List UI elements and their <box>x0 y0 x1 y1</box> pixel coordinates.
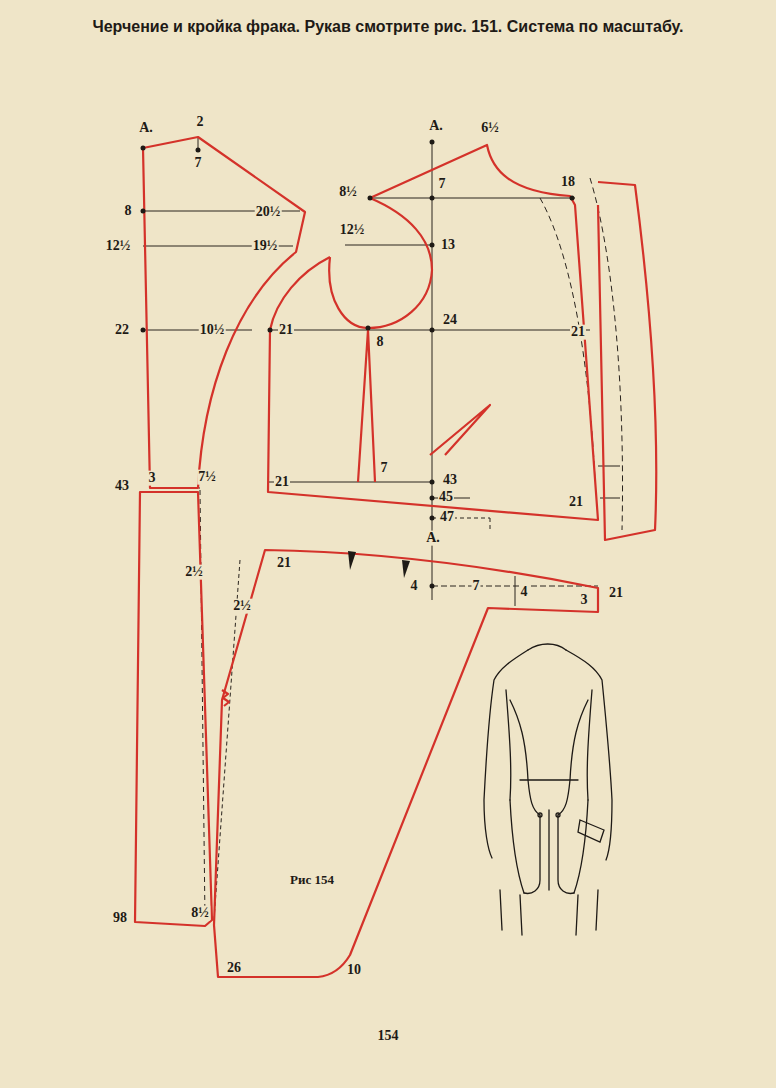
measure-number: А. <box>138 121 154 136</box>
measure-number: 7 <box>194 156 203 171</box>
tailcoat-sketch <box>484 644 612 935</box>
notches <box>141 140 575 589</box>
measure-number: 3 <box>580 593 589 608</box>
measure-number: 21 <box>568 495 584 510</box>
pattern-outlines <box>135 137 656 977</box>
measure-number: 13 <box>440 238 456 253</box>
measure-number: 4 <box>520 585 529 600</box>
measure-number: 8 <box>124 204 133 219</box>
measure-number: 22 <box>114 323 130 338</box>
measure-number: 6½ <box>480 121 500 136</box>
measure-number: 12½ <box>105 239 132 254</box>
measure-number: 8 <box>376 335 385 350</box>
measure-number: 2½ <box>184 565 204 580</box>
measure-number: 7 <box>380 461 389 476</box>
measure-number: 4 <box>410 579 419 594</box>
measure-number: 21 <box>278 323 294 338</box>
measure-number: 26 <box>226 961 242 976</box>
measure-number: 10 <box>346 963 362 978</box>
page-title: Черчение и кройка фрака. Рукав смотрите … <box>0 18 776 36</box>
measure-number: 21 <box>608 586 624 601</box>
measure-number: 2½ <box>232 599 252 614</box>
measure-number: 8½ <box>190 906 210 921</box>
measure-number: 7 <box>438 177 447 192</box>
measure-number: 12½ <box>339 223 366 238</box>
measure-number: 19½ <box>252 239 279 254</box>
measure-number: 21 <box>274 475 290 490</box>
measure-number: 21 <box>570 325 586 340</box>
measure-number: 2 <box>196 115 205 130</box>
measure-number: 20½ <box>255 205 282 220</box>
measure-number: 45 <box>438 490 454 505</box>
measure-number: 21 <box>276 556 292 571</box>
page-number: 154 <box>377 1029 400 1044</box>
measure-number: 18 <box>560 175 576 190</box>
measure-number: 43 <box>114 479 130 494</box>
measure-number: 98 <box>112 911 128 926</box>
measure-number: 43 <box>442 473 458 488</box>
measure-number: А. <box>425 531 441 546</box>
measure-number: 7½ <box>197 470 217 485</box>
measure-number: 3 <box>148 471 157 486</box>
measure-number: 7 <box>472 579 481 594</box>
construction-lines <box>143 137 623 920</box>
measure-number: 24 <box>442 313 458 328</box>
measure-number: А. <box>428 119 444 134</box>
figure-caption: Рис 154 <box>289 873 335 887</box>
measure-number: 8½ <box>338 185 358 200</box>
measure-number: 47 <box>439 510 455 525</box>
measure-number: 10½ <box>199 323 226 338</box>
